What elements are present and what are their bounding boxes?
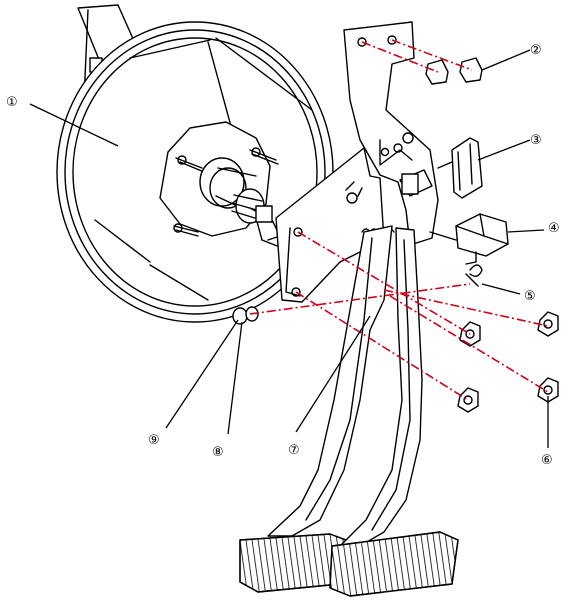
brake-pedal [239, 225, 393, 593]
connector-3 [437, 137, 483, 199]
nuts [457, 311, 559, 413]
bolts-2 [425, 57, 483, 85]
callout-9: ⑨ [148, 433, 160, 448]
callout-3: ③ [530, 133, 542, 148]
callout-1: ① [6, 95, 18, 110]
leader-lines [29, 49, 549, 448]
connector-4 [429, 213, 509, 265]
callout-2: ② [530, 43, 542, 58]
assembly-axes [249, 39, 549, 401]
brake-booster [56, 4, 334, 323]
callout-7: ⑦ [288, 443, 300, 458]
clutch-pedal [329, 227, 459, 597]
pedal-bracket [275, 21, 439, 303]
callout-8: ⑧ [212, 445, 224, 460]
callout-4: ④ [548, 221, 560, 236]
callout-5: ⑤ [524, 289, 536, 304]
clip-5 [465, 264, 483, 287]
callout-6: ⑥ [541, 453, 553, 468]
